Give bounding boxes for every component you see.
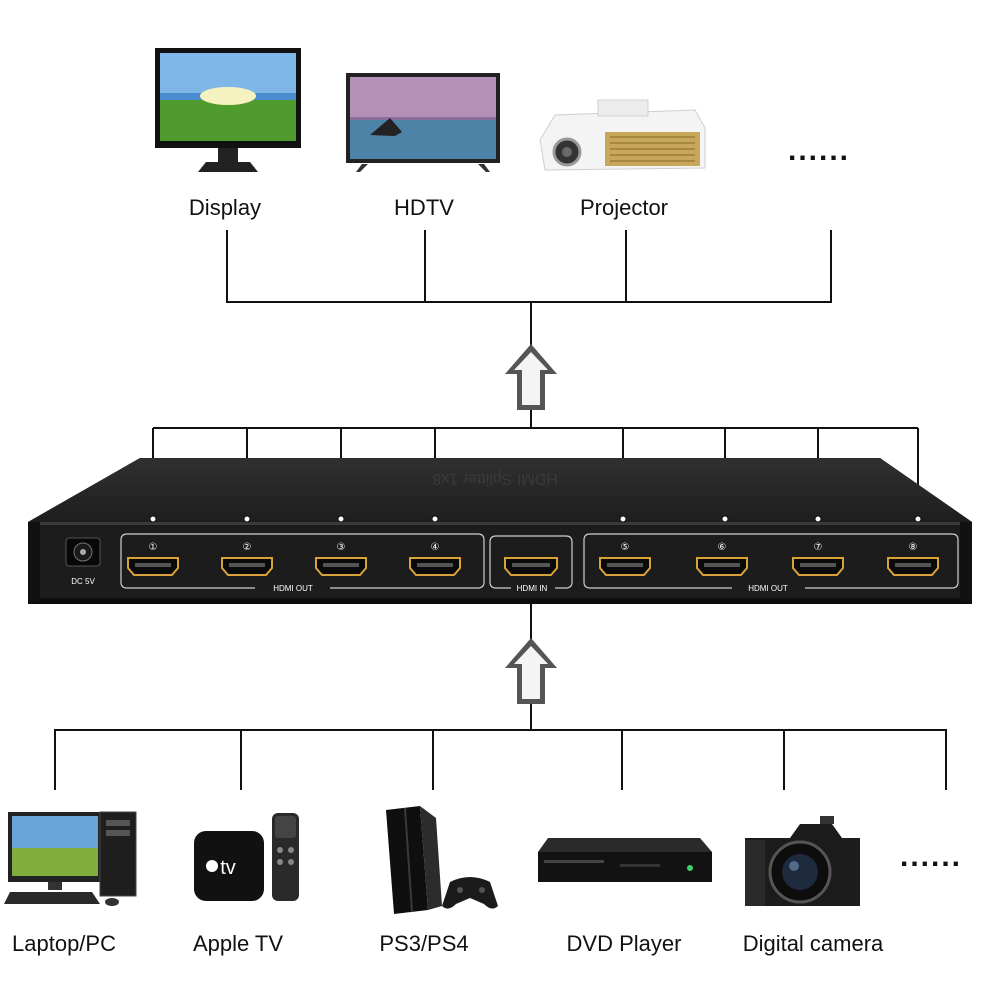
port-number-5: ⑤: [621, 542, 630, 553]
hdmi-out-port-8: [887, 557, 939, 576]
hdmi-out-port-4: [409, 557, 461, 576]
monitor-icon: [155, 48, 301, 172]
hdmi-out-port-2: [221, 557, 273, 576]
output-label-display: Display: [189, 195, 261, 220]
svg-text:tv: tv: [220, 857, 236, 879]
output-label-hdtv: HDTV: [394, 195, 454, 220]
output-wiring: [226, 230, 832, 345]
device-top-print: HDMI Splitter 1x8: [432, 470, 557, 487]
dc-power-jack: [65, 537, 101, 567]
input-label-dvd-player: DVD Player: [567, 931, 682, 956]
hdmi-out-port-1: [127, 557, 179, 576]
projector-icon: [539, 99, 706, 171]
svg-text:......: ......: [788, 134, 850, 167]
dvd-player-icon: [538, 838, 712, 882]
input-label-apple-tv: Apple TV: [193, 931, 283, 956]
hdmi-in-label: HDMI IN: [517, 584, 548, 593]
input-wiring: [54, 704, 947, 790]
port-number-7: ⑦: [814, 542, 823, 553]
port-number-6: ⑥: [718, 542, 727, 553]
hdmi-in-group: [489, 535, 573, 589]
hdmi-out-group-left: [120, 533, 485, 589]
port-number-8: ⑧: [909, 542, 918, 553]
hdmi-out-group-right: [583, 533, 959, 589]
hdmi-out-label-right: HDMI OUT: [748, 584, 788, 593]
port-connection-dots: [149, 515, 922, 523]
more-outputs-dots: ......: [788, 134, 850, 167]
up-arrow-icon: [505, 638, 557, 704]
apple-tv-icon: tv: [194, 813, 299, 901]
port-number-4: ④: [431, 542, 440, 553]
port-number-2: ②: [243, 542, 252, 553]
up-arrow-icon: [505, 344, 557, 410]
hdmi-out-label-left: HDMI OUT: [273, 584, 313, 593]
tv-icon: [346, 73, 500, 172]
game-console-icon: [386, 806, 498, 914]
hdmi-out-port-3: [315, 557, 367, 576]
camera-icon: [745, 816, 860, 906]
dc-power-label: DC 5V: [71, 577, 95, 586]
svg-text:......: ......: [900, 840, 962, 873]
hdmi-out-port-5: [599, 557, 651, 576]
hdmi-splitter-device: HDMI Splitter 1x8 DC 5V HDMI OUT HDMI IN…: [28, 458, 972, 604]
input-label-laptop-pc: Laptop/PC: [12, 931, 116, 956]
port-number-1: ①: [149, 542, 158, 553]
more-inputs-dots: ......: [900, 840, 962, 873]
port-number-3: ③: [337, 542, 346, 553]
hdmi-out-port-7: [792, 557, 844, 576]
hdmi-in-port: [504, 557, 558, 576]
desktop-pc-icon: [4, 811, 137, 906]
hdmi-out-port-6: [696, 557, 748, 576]
input-label-digital-camera: Digital camera: [743, 931, 884, 956]
input-label-ps3-ps4: PS3/PS4: [379, 931, 468, 956]
output-label-projector: Projector: [580, 195, 668, 220]
